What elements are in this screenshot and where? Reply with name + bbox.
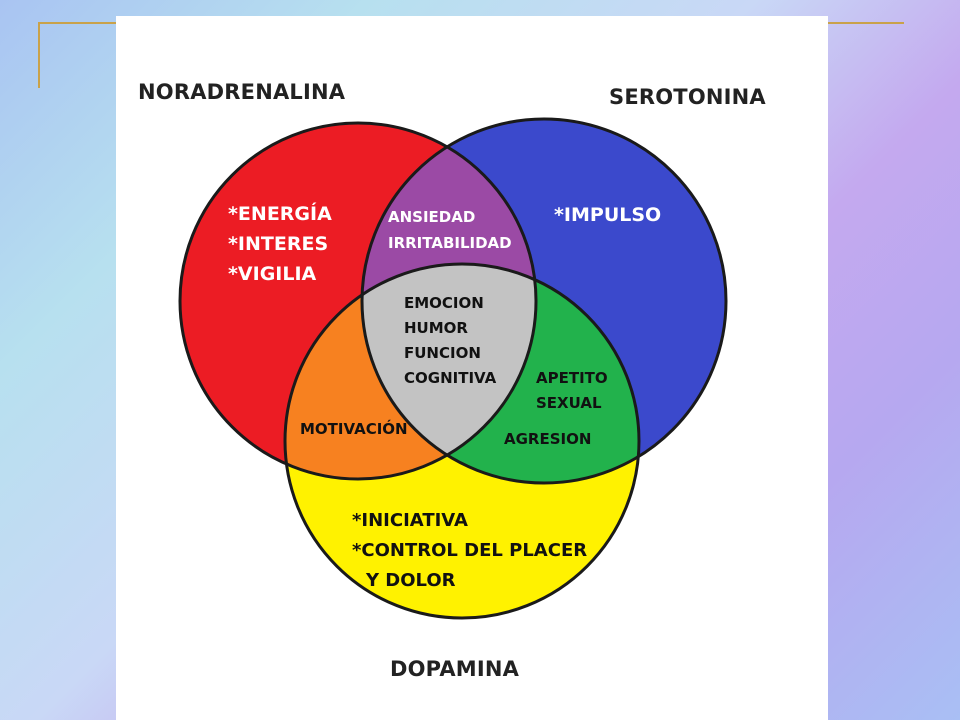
irritabilidad-label: IRRITABILIDAD xyxy=(388,234,512,252)
serotonina-outline xyxy=(360,117,728,485)
apetito-label: APETITO xyxy=(536,369,608,387)
venn-diagram: NORADRENALINA SEROTONINA DOPAMINA *ENERG… xyxy=(116,16,828,720)
cognitiva-label: COGNITIVA xyxy=(404,369,497,387)
dopamina-item-control-del-placer: *CONTROL DEL PLACER xyxy=(352,540,587,561)
humor-label: HUMOR xyxy=(404,319,468,337)
serotonina-title: SEROTONINA xyxy=(609,85,766,109)
noradrenalina-item-energia: *ENERGÍA xyxy=(228,202,332,225)
center-overlap-outer-group xyxy=(362,264,536,479)
ansiedad-label: ANSIEDAD xyxy=(388,208,475,226)
agresion-label: AGRESION xyxy=(504,430,591,448)
venn-diagram-panel: NORADRENALINA SEROTONINA DOPAMINA *ENERG… xyxy=(116,16,828,720)
dopamina-item-iniciativa: *INICIATIVA xyxy=(352,510,468,531)
noradrenalina-title: NORADRENALINA xyxy=(138,80,346,104)
dopamina-title: DOPAMINA xyxy=(390,657,520,681)
emocion-label: EMOCION xyxy=(404,294,484,312)
serotonina-item-impulso: *IMPULSO xyxy=(554,204,661,226)
center-overlap xyxy=(362,264,536,479)
sexual-label: SEXUAL xyxy=(536,394,602,412)
slide-frame-left-line xyxy=(38,22,40,88)
motivacion-label: MOTIVACIÓN xyxy=(300,419,408,438)
funcion-label: FUNCION xyxy=(404,344,481,362)
center-overlap-inner-group xyxy=(362,264,536,479)
noradrenalina-outline xyxy=(178,121,538,481)
noradrenalina-item-interes: *INTERES xyxy=(228,233,328,255)
noradrenalina-item-vigilia: *VIGILIA xyxy=(228,263,317,285)
dopamina-outline xyxy=(283,262,641,620)
dopamina-item-y-dolor: Y DOLOR xyxy=(365,570,456,591)
